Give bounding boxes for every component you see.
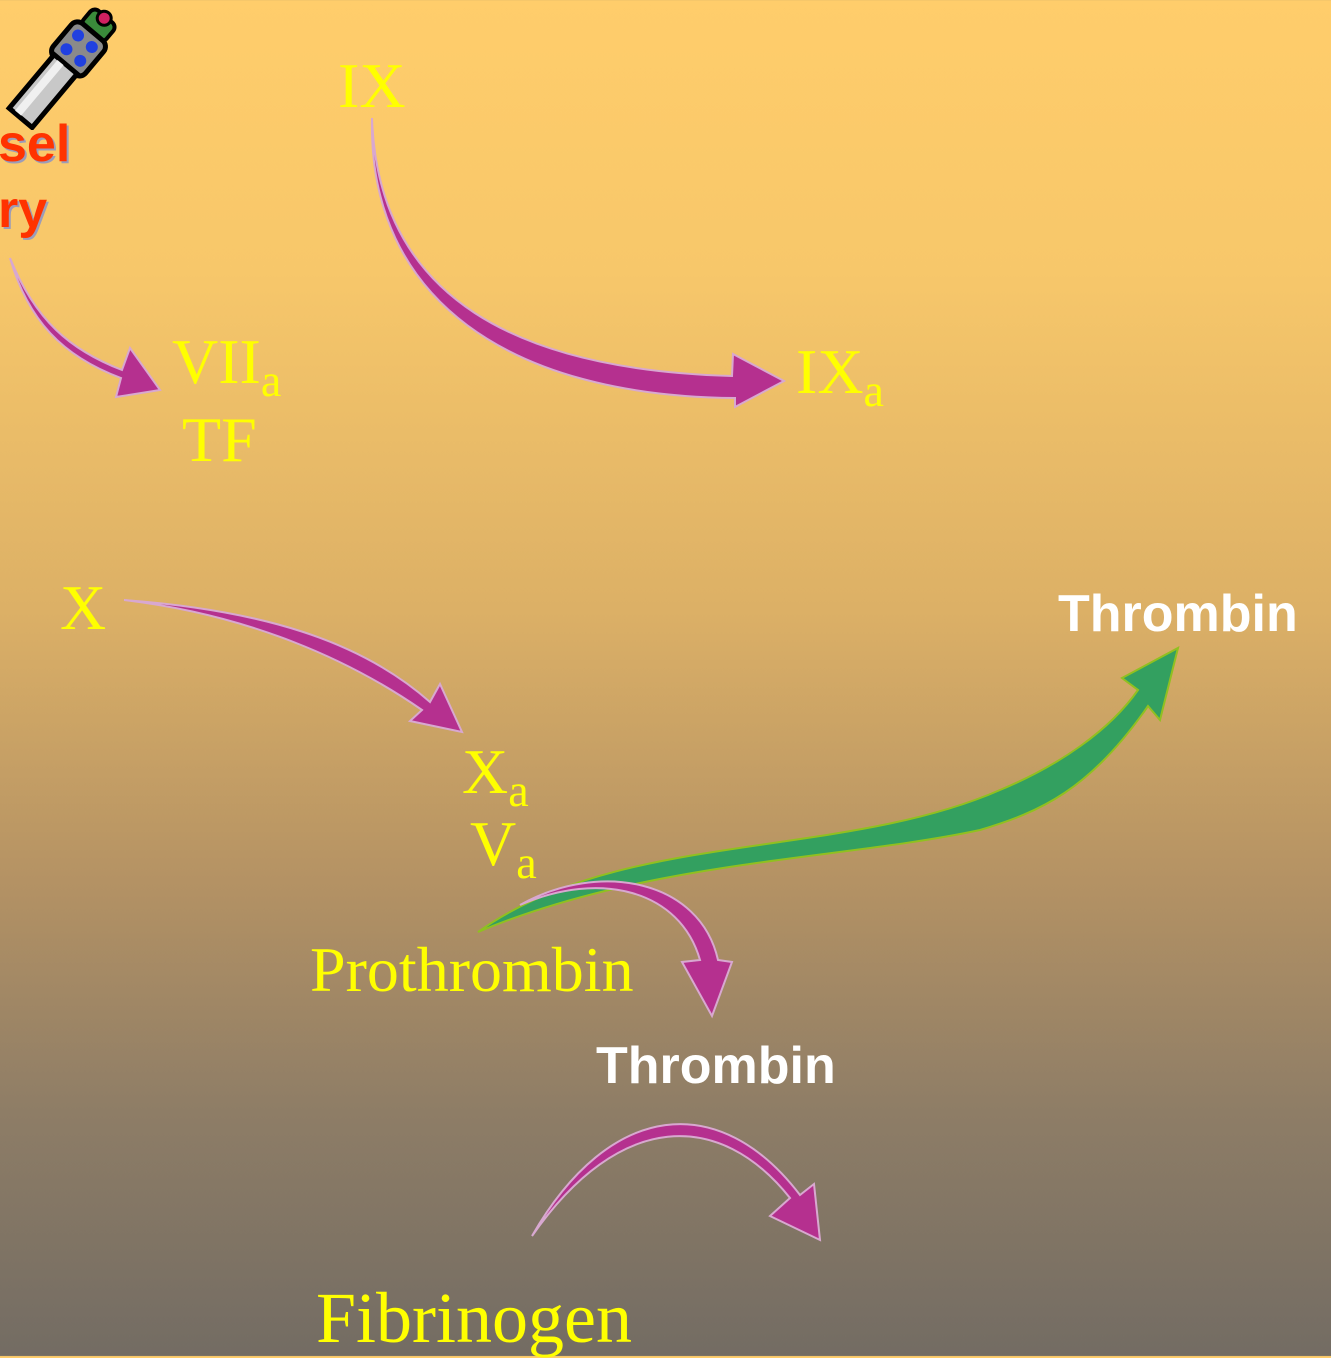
factor-x: X — [60, 576, 106, 640]
arrow-injury-to-viia — [10, 258, 160, 397]
thrombin-label-lower: Thrombin — [596, 1040, 836, 1092]
factor-va: Va — [470, 812, 537, 876]
arrow-fibrinogen-arc — [532, 1124, 820, 1240]
factor-tf: TF — [182, 408, 257, 472]
vessel-injury-label-line2: ry — [0, 184, 47, 236]
thrombin-label-upper: Thrombin — [1058, 588, 1298, 640]
factor-xa: Xa — [462, 740, 529, 804]
factor-ix: IX — [338, 54, 406, 118]
arrow-ix-to-ixa — [372, 118, 784, 407]
vessel-injury-label-line1: sel — [0, 118, 70, 170]
factor-ixa: IXa — [796, 340, 884, 404]
arrow-x-to-xa — [124, 600, 462, 732]
prothrombin-label: Prothrombin — [310, 938, 634, 1002]
fibrinogen-label: Fibrinogen — [316, 1282, 632, 1354]
factor-viia: VIIa — [172, 330, 281, 394]
